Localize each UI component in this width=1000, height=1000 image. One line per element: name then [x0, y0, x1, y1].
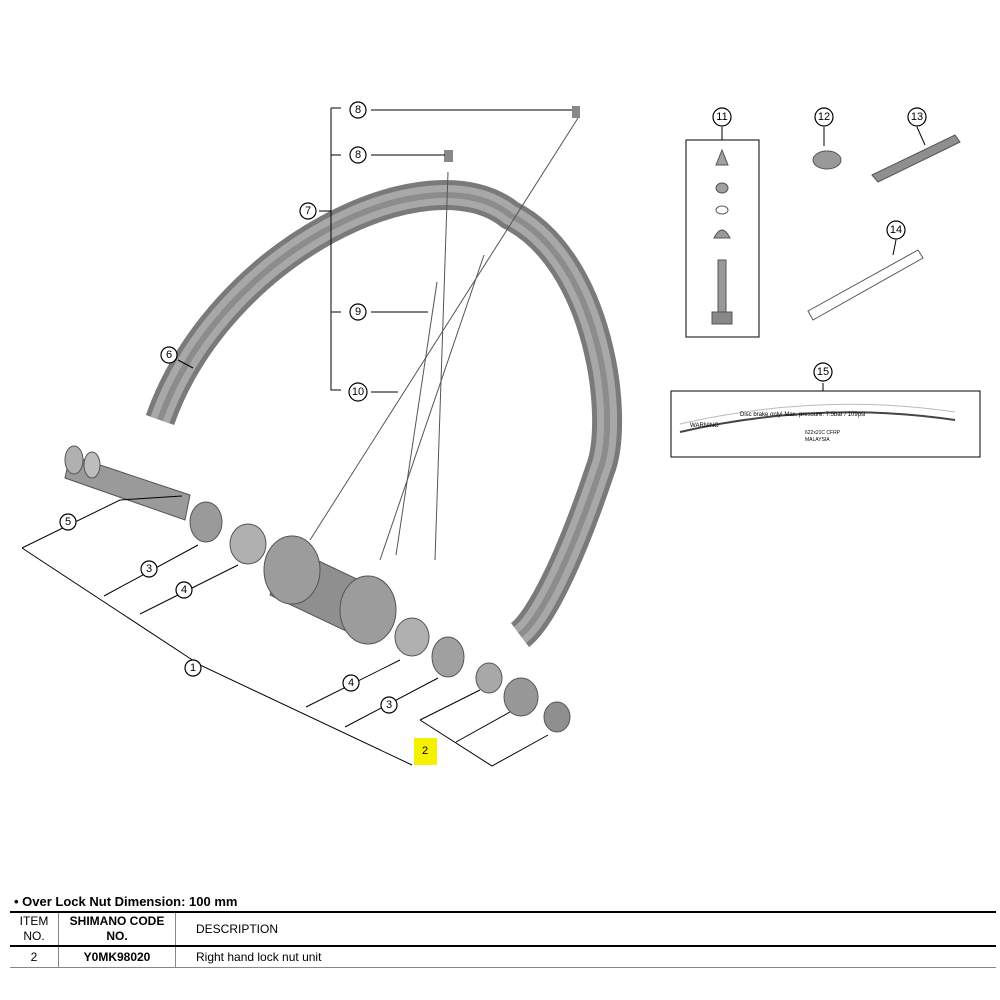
decal-origin: MALAYSIA	[805, 437, 830, 443]
hub-body	[263, 535, 397, 645]
rim-tape	[807, 239, 924, 321]
callout-1: 1	[184, 659, 202, 677]
svg-text:6: 6	[166, 349, 172, 361]
callout-8-top: 8	[349, 101, 367, 119]
bearing-left	[229, 523, 267, 565]
dimension-note: • Over Lock Nut Dimension: 100 mm	[14, 894, 238, 909]
callout-4-left: 4	[175, 581, 193, 599]
callout-2: 2	[414, 738, 437, 765]
rim-decal: WARNING Disc brake only! Max. pressure: …	[670, 383, 981, 458]
decal-size: 622x21C CFRP	[805, 430, 841, 436]
svg-text:2: 2	[422, 745, 428, 757]
exploded-parts-diagram: WARNING Disc brake only! Max. pressure: …	[21, 101, 981, 767]
svg-text:10: 10	[352, 386, 364, 398]
svg-text:11: 11	[716, 111, 727, 123]
svg-text:4: 4	[181, 584, 187, 596]
svg-text:14: 14	[890, 224, 902, 236]
svg-text:8: 8	[355, 104, 361, 116]
parts-table: ITEM NO. SHIMANO CODE NO. DESCRIPTION 2 …	[10, 911, 996, 968]
callout-8-mid: 8	[349, 146, 367, 164]
row-item-no: 2	[10, 946, 59, 968]
valve-nut	[812, 127, 842, 170]
svg-text:1: 1	[190, 662, 196, 674]
callout-15: 15	[813, 362, 833, 382]
header-description: DESCRIPTION	[175, 911, 996, 947]
callout-3-left: 3	[140, 560, 158, 578]
header-item-no: ITEM NO.	[10, 911, 59, 947]
callout-14: 14	[886, 220, 906, 240]
svg-text:8: 8	[355, 149, 361, 161]
spoke-wrench	[871, 126, 961, 183]
rim	[145, 180, 623, 647]
svg-text:15: 15	[817, 366, 829, 378]
seal-right	[431, 636, 465, 678]
svg-text:4: 4	[348, 677, 354, 689]
decal-warning: WARNING	[690, 423, 719, 429]
svg-text:13: 13	[911, 111, 923, 123]
svg-text:3: 3	[146, 563, 152, 575]
cone-washer-left	[189, 501, 223, 543]
svg-text:9: 9	[355, 306, 361, 318]
leader-lines	[21, 107, 572, 767]
callout-12: 12	[814, 107, 834, 127]
callout-4-right: 4	[342, 674, 360, 692]
callout-11: 11	[712, 107, 732, 127]
nipple-8-mid	[444, 150, 453, 162]
spokes	[309, 117, 579, 561]
svg-text:3: 3	[386, 699, 392, 711]
bearing-right	[394, 617, 430, 657]
svg-text:5: 5	[65, 516, 71, 528]
svg-text:12: 12	[818, 111, 830, 123]
svg-text:7: 7	[305, 205, 311, 217]
callout-10: 10	[348, 382, 368, 402]
callout-6: 6	[160, 346, 178, 364]
end-cap	[543, 701, 571, 733]
nipple-8-top	[572, 106, 580, 118]
decal-line1: Disc brake only! Max. pressure: 7.5bar /…	[740, 412, 865, 418]
row-description: Right hand lock nut unit	[175, 946, 996, 968]
table-header-row: ITEM NO. SHIMANO CODE NO. DESCRIPTION	[10, 911, 996, 947]
axle	[64, 445, 191, 521]
callout-3-right: 3	[380, 696, 398, 714]
callout-7: 7	[299, 202, 317, 220]
row-code-no: Y0MK98020	[58, 946, 176, 968]
callout-9: 9	[349, 303, 367, 321]
valve-parts-box	[685, 127, 760, 338]
callout-13: 13	[907, 107, 927, 127]
table-row: 2 Y0MK98020 Right hand lock nut unit	[10, 946, 996, 968]
callout-5: 5	[59, 513, 77, 531]
lock-nut-inner	[475, 662, 503, 694]
lock-nut-outer	[503, 677, 539, 717]
header-code-no: SHIMANO CODE NO.	[58, 911, 176, 947]
